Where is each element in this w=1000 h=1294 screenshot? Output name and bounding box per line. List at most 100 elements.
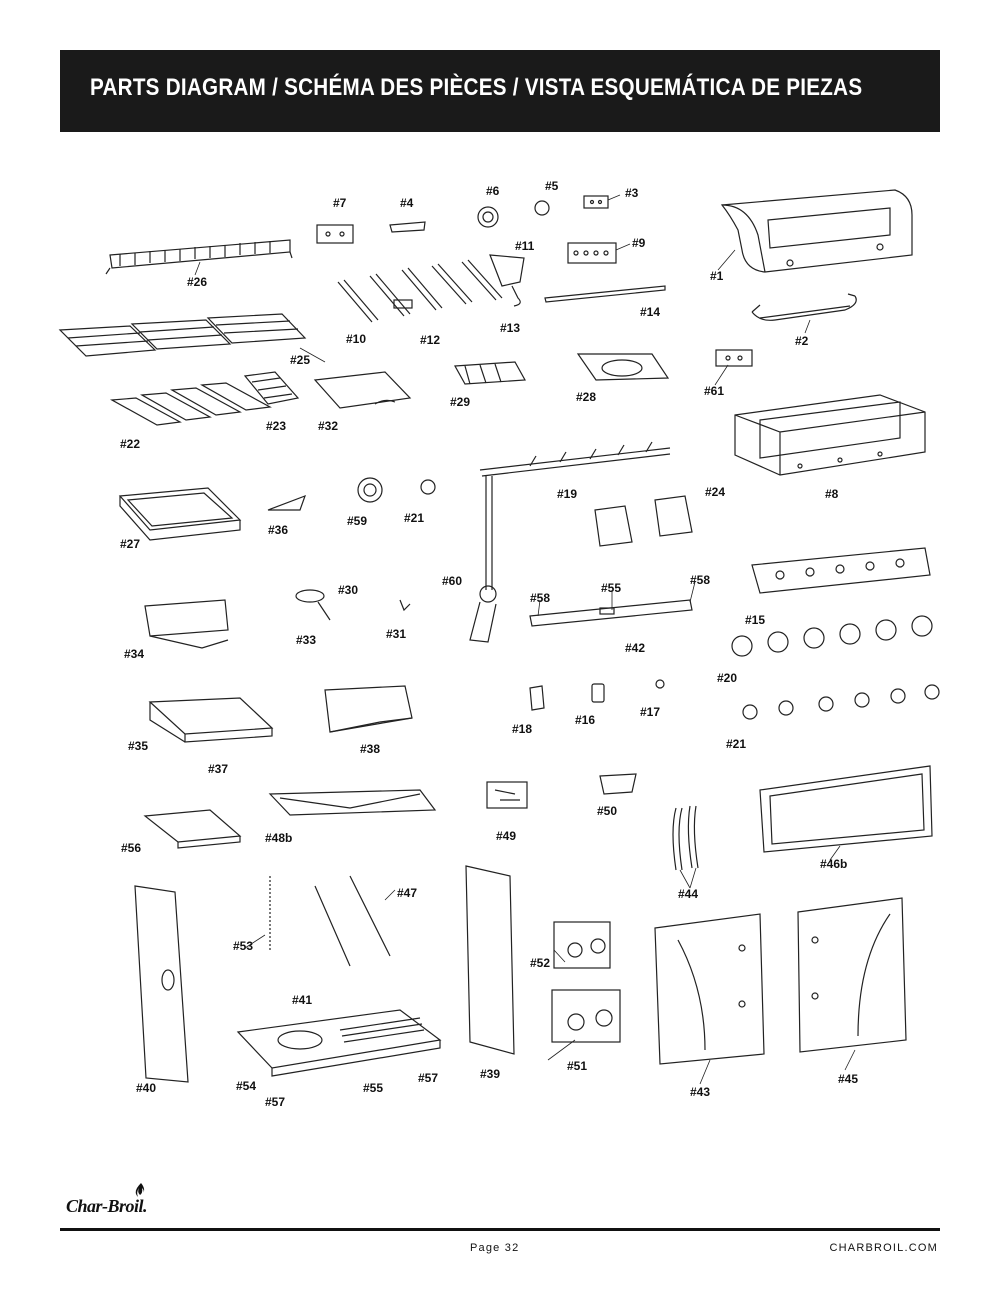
- part-side-panel-a: [144, 599, 229, 649]
- label-21b: #21: [726, 737, 746, 751]
- label-26: #26: [187, 275, 207, 289]
- part-tray: [143, 809, 242, 849]
- part-control-panel: [751, 547, 931, 594]
- part-cooking-grates: [58, 313, 307, 357]
- page-number: Page 32: [470, 1242, 520, 1254]
- label-32: #32: [318, 419, 338, 433]
- label-7: #7: [333, 196, 347, 210]
- label-51: #51: [567, 1059, 587, 1073]
- label-23: #23: [266, 419, 286, 433]
- label-47: #47: [397, 886, 417, 900]
- part-gas-manifold: [469, 441, 671, 643]
- part-rear-panel: [529, 599, 693, 627]
- part-grease-cup-holder: [576, 353, 670, 381]
- label-19: #19: [557, 487, 577, 501]
- part-right-panel: [465, 865, 515, 1055]
- label-39: #39: [480, 1067, 500, 1081]
- label-12: #12: [420, 333, 440, 347]
- label-34: #34: [124, 647, 144, 661]
- label-36: #36: [268, 523, 288, 537]
- part-knobs-single: [357, 477, 436, 503]
- part-grease-tray: [268, 789, 437, 816]
- label-14: #14: [640, 305, 660, 319]
- part-bottom-shelf: [236, 1009, 442, 1077]
- label-2: #2: [795, 334, 809, 348]
- part-crossbar: [544, 285, 666, 303]
- label-27: #27: [120, 537, 140, 551]
- label-18: #18: [512, 722, 532, 736]
- part-igniter: [489, 254, 525, 307]
- label-13: #13: [500, 321, 520, 335]
- label-58b: #58: [690, 573, 710, 587]
- part-side-burner: [295, 589, 411, 621]
- label-16: #16: [575, 713, 595, 727]
- label-15: #15: [745, 613, 765, 627]
- flame-icon: [135, 1183, 145, 1197]
- part-frame: [118, 487, 242, 541]
- leader-lines: [194, 194, 856, 1085]
- label-20: #20: [717, 671, 737, 685]
- part-cup-and-clip: [486, 773, 637, 809]
- part-rods: [314, 875, 391, 967]
- label-10: #10: [346, 332, 366, 346]
- part-small-brackets: [316, 195, 753, 367]
- label-35: #35: [128, 739, 148, 753]
- label-28: #28: [576, 390, 596, 404]
- part-left-panel: [134, 885, 189, 1083]
- label-8: #8: [825, 487, 839, 501]
- label-57a: #57: [265, 1095, 285, 1109]
- label-25: #25: [290, 353, 310, 367]
- label-37: #37: [208, 762, 228, 776]
- label-3: #3: [625, 186, 639, 200]
- label-17: #17: [640, 705, 660, 719]
- label-31: #31: [386, 627, 406, 641]
- label-61: #61: [704, 384, 724, 398]
- part-side-shelf: [148, 697, 274, 743]
- part-lid: [720, 189, 913, 273]
- label-58a: #58: [530, 591, 550, 605]
- label-42: #42: [625, 641, 645, 655]
- part-warming-rack: [105, 239, 293, 275]
- part-flame-tamers: [594, 495, 693, 547]
- part-searing-grate: [243, 371, 300, 405]
- part-firebox: [734, 394, 926, 476]
- label-41: #41: [292, 993, 312, 1007]
- label-4: #4: [400, 196, 414, 210]
- part-heat-tents: [109, 382, 272, 426]
- label-52: #52: [530, 956, 550, 970]
- part-heat-shield: [454, 361, 526, 385]
- part-lid-handle: [751, 293, 857, 321]
- brand-logo: Char-Broil.: [66, 1196, 148, 1216]
- website-url: CHARBROIL.COM: [829, 1242, 938, 1254]
- label-38: #38: [360, 742, 380, 756]
- label-54: #54: [236, 1079, 256, 1093]
- label-6: #6: [486, 184, 500, 198]
- label-21a: #21: [404, 511, 424, 525]
- label-24: #24: [705, 485, 725, 499]
- label-55a: #55: [601, 581, 621, 595]
- part-door-handles: [672, 805, 699, 871]
- part-plate: [313, 371, 412, 409]
- part-doors: [654, 897, 907, 1065]
- label-30: #30: [338, 583, 358, 597]
- part-control-knobs: [731, 615, 933, 657]
- part-back-panel: [759, 765, 933, 853]
- part-badges: [389, 200, 550, 233]
- part-burners: [337, 259, 503, 323]
- label-48b: #48b: [265, 831, 292, 845]
- label-59: #59: [347, 514, 367, 528]
- label-50: #50: [597, 804, 617, 818]
- label-9: #9: [632, 236, 646, 250]
- part-bezels: [742, 684, 940, 720]
- part-side-panel-b: [324, 685, 413, 733]
- label-55b: #55: [363, 1081, 383, 1095]
- label-1: #1: [710, 269, 724, 283]
- footer-rule: [60, 1228, 940, 1231]
- label-53: #53: [233, 939, 253, 953]
- label-22: #22: [120, 437, 140, 451]
- label-56: #56: [121, 841, 141, 855]
- label-43: #43: [690, 1085, 710, 1099]
- label-33: #33: [296, 633, 316, 647]
- part-labels: #1 #2 #3 #4 #5 #6 #7 #8 #9 #10 #11 #12 #…: [120, 179, 858, 1109]
